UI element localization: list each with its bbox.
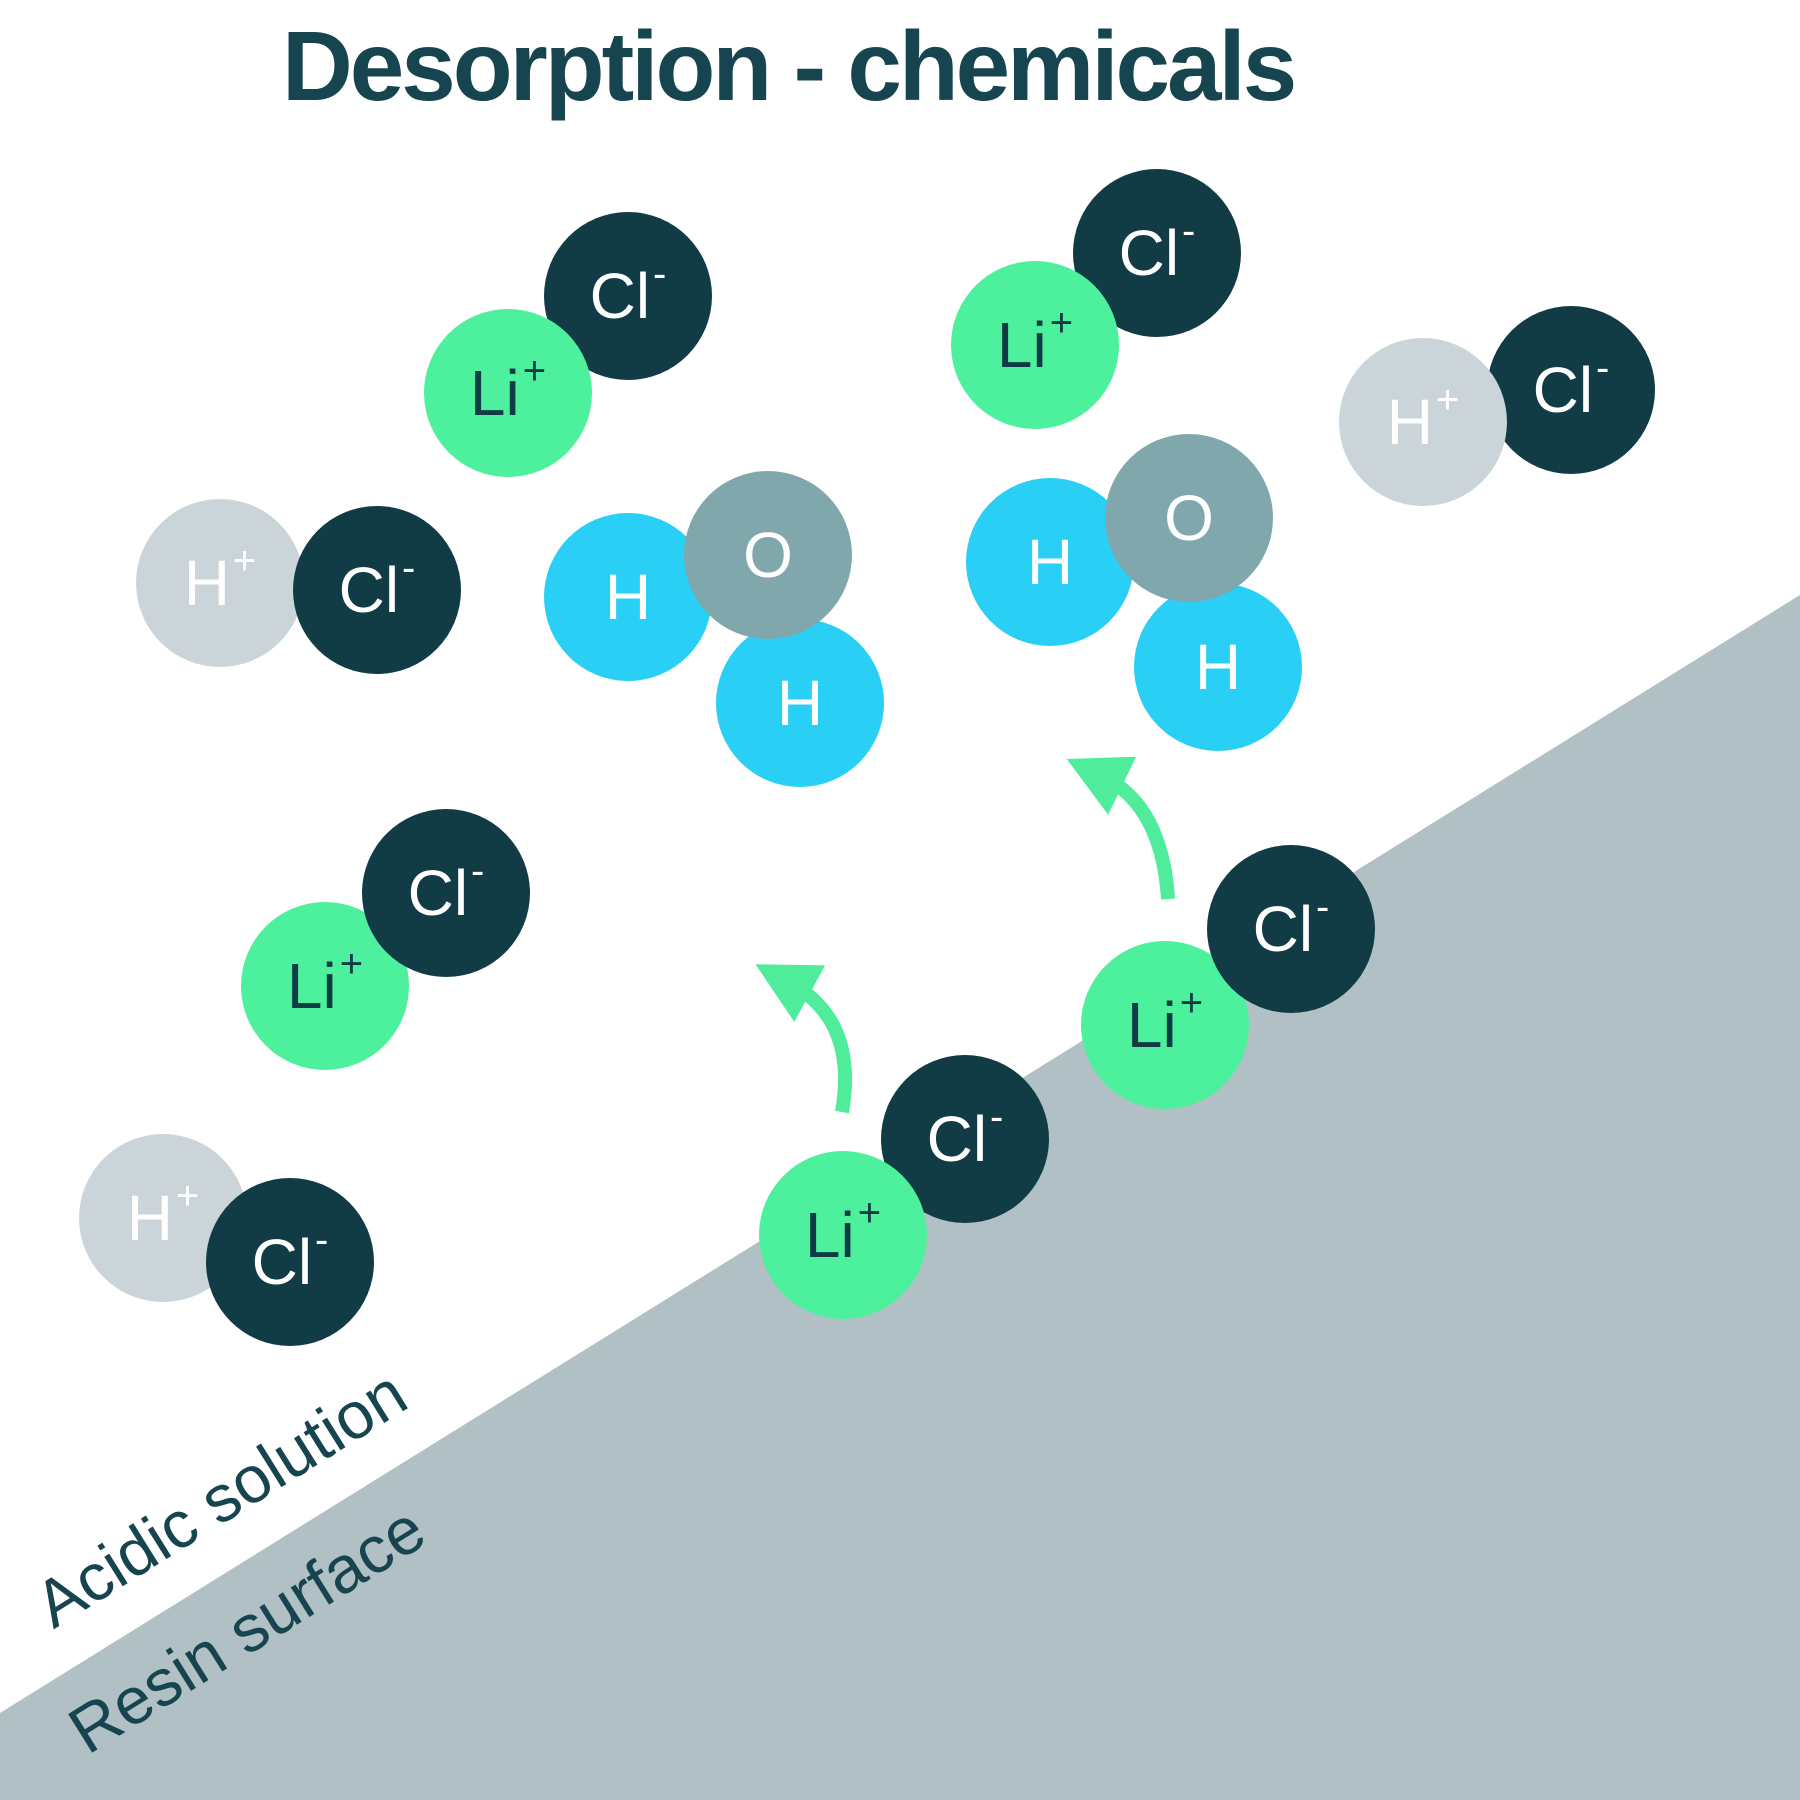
ion-symbol: Cl [407, 857, 469, 929]
ion-symbol: Li [804, 1199, 855, 1271]
ion-charge: - [990, 1095, 1004, 1139]
water-oxygen: O [684, 471, 852, 639]
ion-symbol: Cl [1252, 893, 1314, 965]
desorption-arrow-right [1066, 756, 1175, 900]
ion-symbol: Cl [589, 260, 651, 332]
ion-symbol: Li [469, 357, 520, 429]
ion-symbol: H [1194, 631, 1242, 703]
ion-symbol: Li [996, 309, 1047, 381]
lithium-ion: Li+ [424, 309, 592, 477]
hydrogen-ion: H+ [136, 499, 304, 667]
ion-charge: - [471, 849, 485, 893]
chloride-ion: Cl- [1487, 306, 1655, 474]
ion-charge: - [402, 546, 416, 590]
chloride-ion: Cl- [362, 809, 530, 977]
ion-symbol: Cl [1118, 217, 1180, 289]
ion-symbol: O [1164, 482, 1214, 554]
desorption-arrow-left [755, 964, 852, 1114]
ion-symbol: Cl [1532, 354, 1594, 426]
ion-charge: + [175, 1174, 200, 1218]
ion-charge: + [339, 942, 364, 986]
ion-symbol: H [183, 547, 230, 619]
ion-symbol: H [1386, 386, 1433, 458]
ion-charge: - [315, 1218, 329, 1262]
ion-charge: + [857, 1191, 882, 1235]
page-title: Desorption - chemicals [282, 11, 1297, 121]
ion-charge: + [232, 539, 257, 583]
lithium-ion: Li+ [759, 1151, 927, 1319]
ion-charge: - [1316, 885, 1330, 929]
chloride-ion: Cl- [293, 506, 461, 674]
water-hydrogen: H [544, 513, 712, 681]
water-oxygen: O [1105, 434, 1273, 602]
ion-symbol: H [126, 1182, 173, 1254]
hydrogen-ion: H+ [1339, 338, 1507, 506]
chloride-ion: Cl- [1207, 845, 1375, 1013]
ion-charge: + [1049, 301, 1074, 345]
ion-charge: + [1179, 981, 1204, 1025]
ion-charge: + [522, 349, 547, 393]
ion-symbol: H [776, 667, 824, 739]
ion-charge: - [653, 252, 667, 296]
ion-symbol: Cl [926, 1103, 988, 1175]
ion-symbol: H [604, 561, 652, 633]
ion-symbol: O [743, 519, 793, 591]
ion-symbol: Li [286, 950, 337, 1022]
water-hydrogen: H [1134, 583, 1302, 751]
ion-symbol: H [1026, 526, 1074, 598]
ion-symbol: Cl [251, 1226, 313, 1298]
lithium-ion: Li+ [951, 261, 1119, 429]
ion-symbol: Li [1126, 989, 1177, 1061]
ion-charge: - [1182, 209, 1196, 253]
chloride-ion: Cl- [206, 1178, 374, 1346]
ion-symbol: Cl [338, 554, 400, 626]
water-hydrogen: H [716, 619, 884, 787]
ion-charge: + [1435, 378, 1460, 422]
ion-charge: - [1596, 346, 1610, 390]
